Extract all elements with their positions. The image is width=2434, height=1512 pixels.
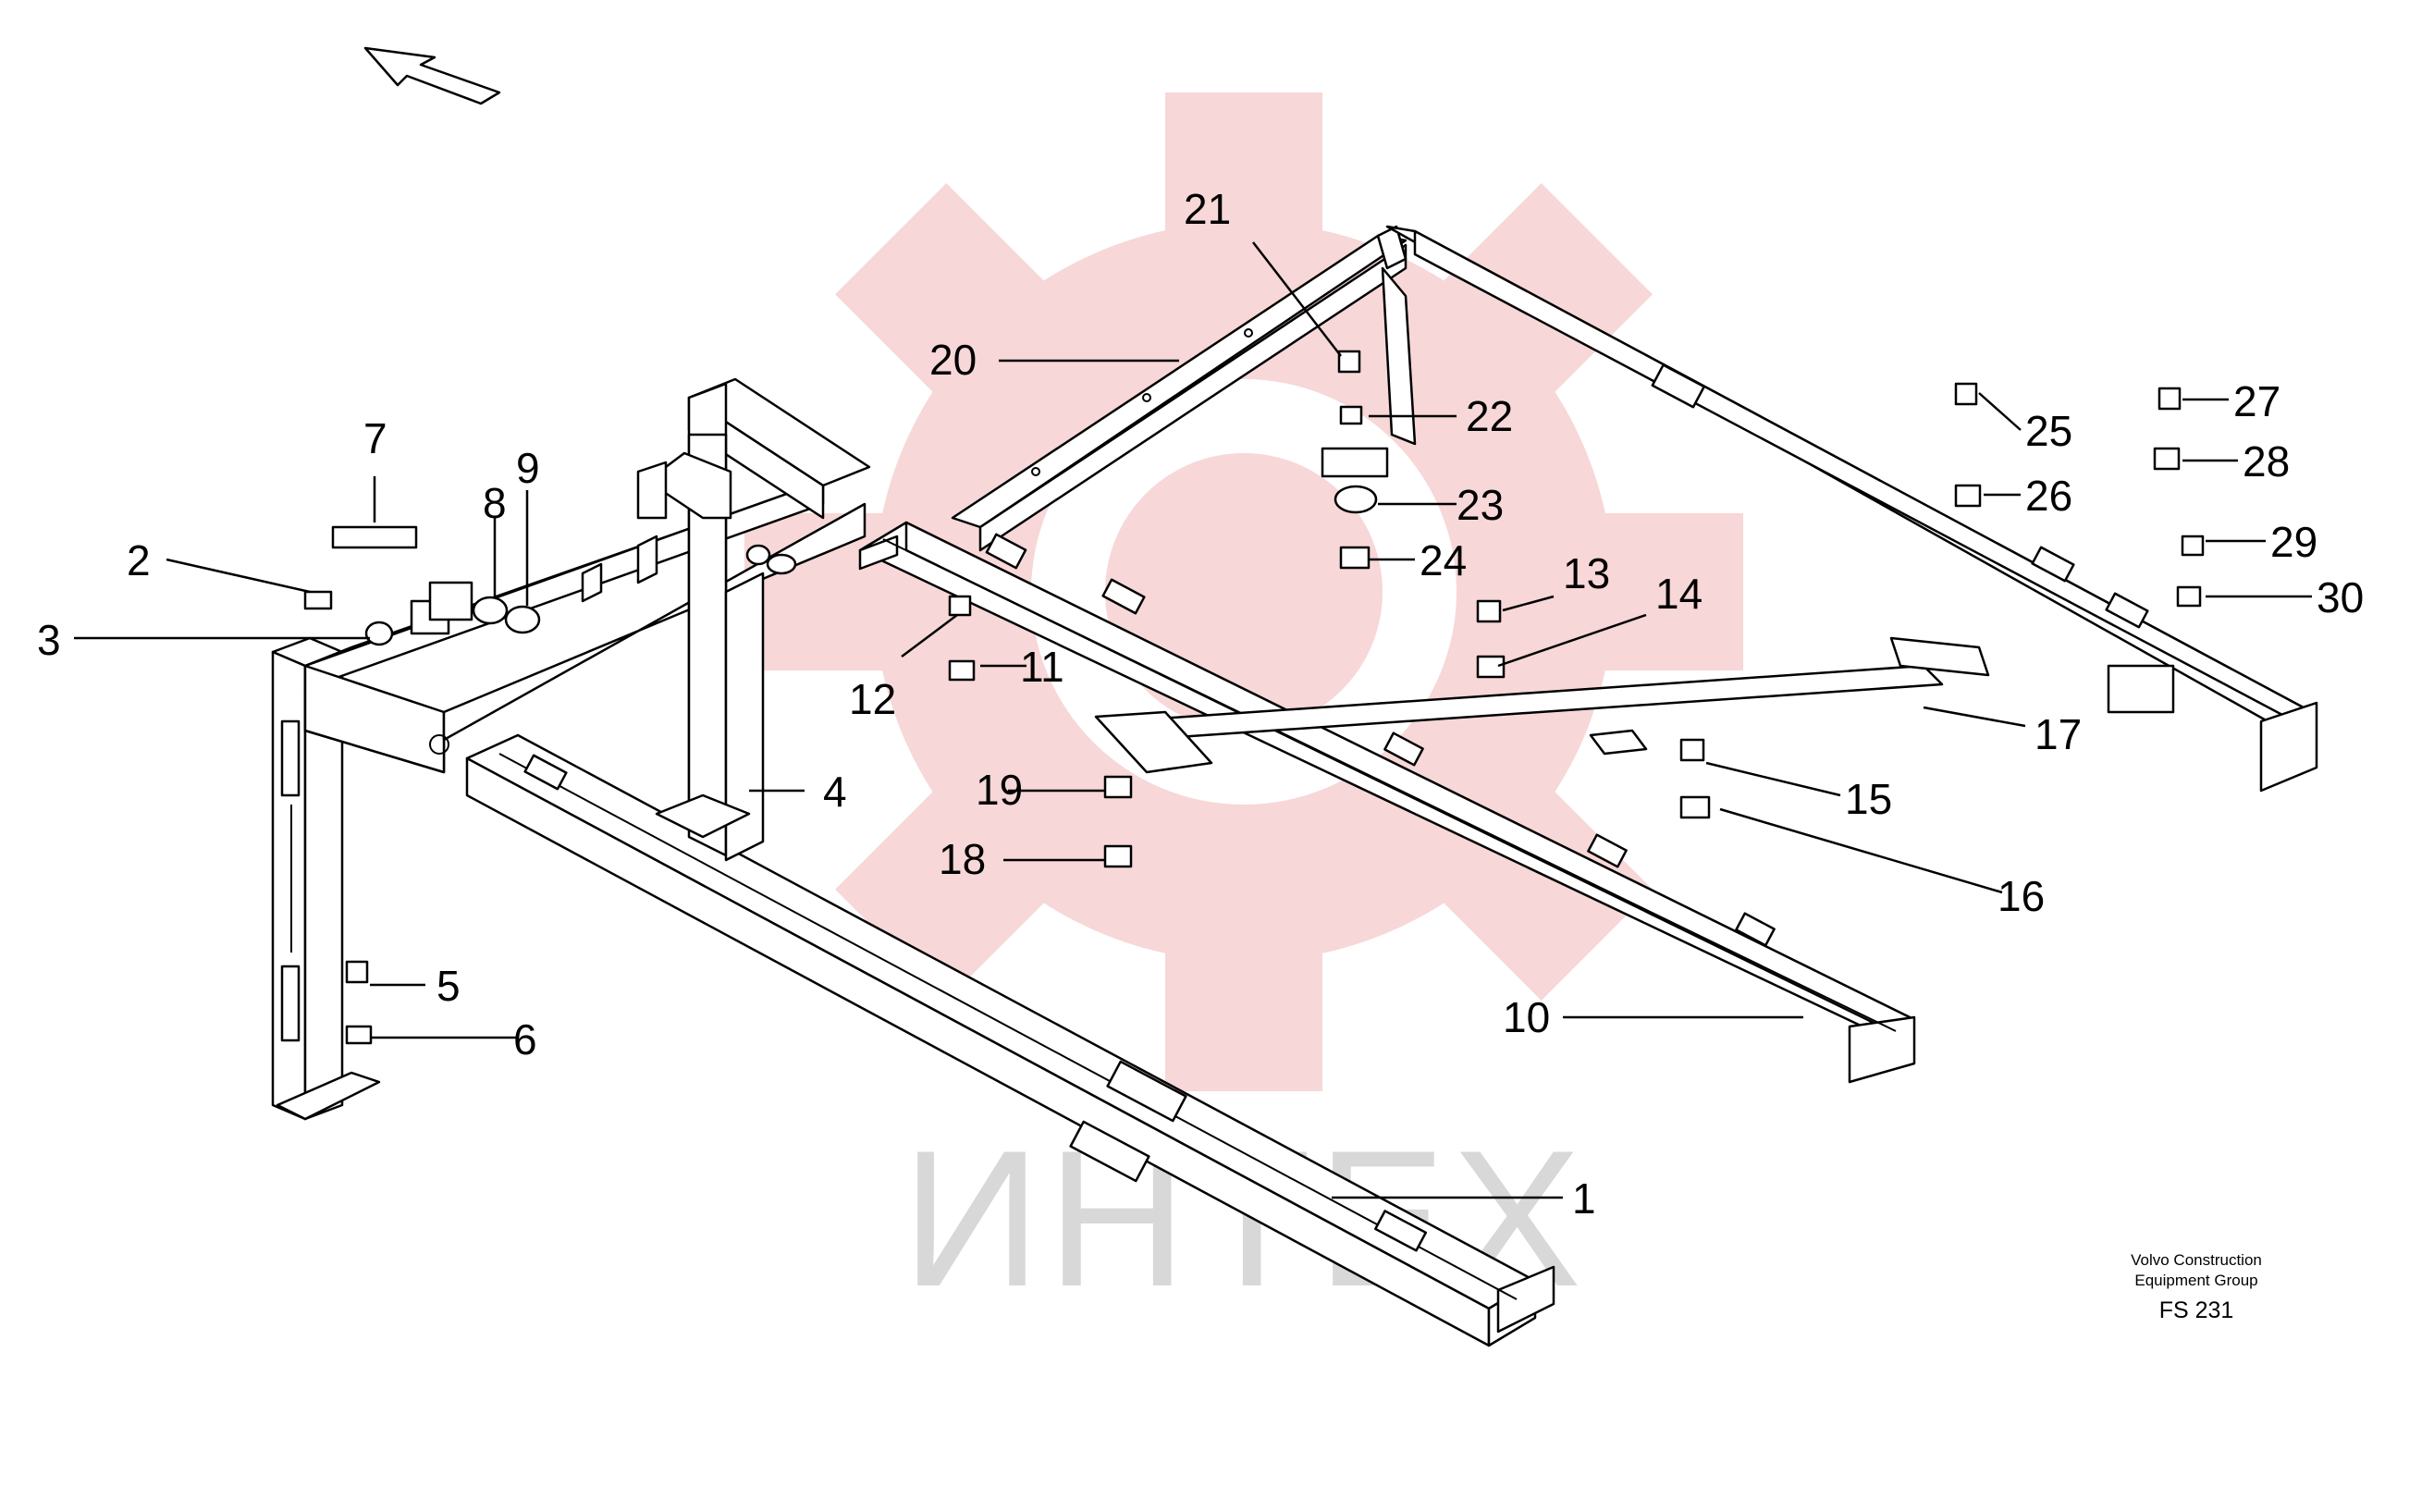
arrow-icon: [363, 46, 501, 105]
callout-16: 16: [1998, 872, 2045, 920]
callout-15: 15: [1845, 775, 1892, 823]
callout-6: 6: [513, 1015, 537, 1063]
callout-9: 9: [516, 444, 540, 492]
callout-3: 3: [37, 616, 61, 664]
callout-30: 30: [2317, 573, 2364, 621]
callout-23: 23: [1457, 481, 1504, 529]
top-rear-beam: [951, 225, 1417, 552]
callout-4: 4: [823, 768, 847, 816]
caption-block: Volvo Construction Equipment Group FS 23…: [2131, 1251, 2262, 1323]
callout-19: 19: [976, 766, 1023, 814]
callout-5: 5: [436, 962, 461, 1010]
callout-27: 27: [2233, 377, 2280, 425]
callout-8: 8: [483, 479, 507, 527]
front-beam: [465, 733, 1555, 1347]
leader-lines: [74, 241, 2312, 1199]
callout-labels: 1 2 3 4 5 6 7 8 9 10 11 12 13 14 15 16 1…: [37, 185, 2364, 1223]
middle-beam: [858, 521, 1916, 1084]
callout-26: 26: [2025, 472, 2072, 520]
callout-2: 2: [127, 536, 151, 584]
callout-7: 7: [363, 414, 387, 462]
callout-18: 18: [939, 835, 986, 883]
callout-1: 1: [1572, 1174, 1596, 1223]
fasteners: [303, 350, 2205, 1045]
diagonal-brace: [1094, 636, 1990, 774]
callout-13: 13: [1563, 549, 1610, 597]
callout-14: 14: [1655, 570, 1703, 618]
rear-upright: [581, 377, 871, 862]
caption-line1: Volvo Construction: [2131, 1251, 2262, 1269]
callout-20: 20: [929, 336, 977, 384]
callout-11: 11: [1020, 643, 1064, 691]
right-beam: [1385, 225, 2318, 793]
left-post: [271, 636, 381, 1121]
callout-10: 10: [1503, 993, 1550, 1041]
callout-12: 12: [849, 675, 896, 723]
caption-code: FS 231: [2159, 1297, 2234, 1323]
callout-25: 25: [2025, 407, 2072, 455]
callout-22: 22: [1466, 392, 1513, 440]
callout-24: 24: [1420, 536, 1467, 584]
callout-29: 29: [2270, 518, 2317, 566]
callout-21: 21: [1184, 185, 1231, 233]
callout-17: 17: [2034, 710, 2082, 758]
caption-line2: Equipment Group: [2134, 1272, 2257, 1289]
callout-28: 28: [2243, 437, 2290, 486]
